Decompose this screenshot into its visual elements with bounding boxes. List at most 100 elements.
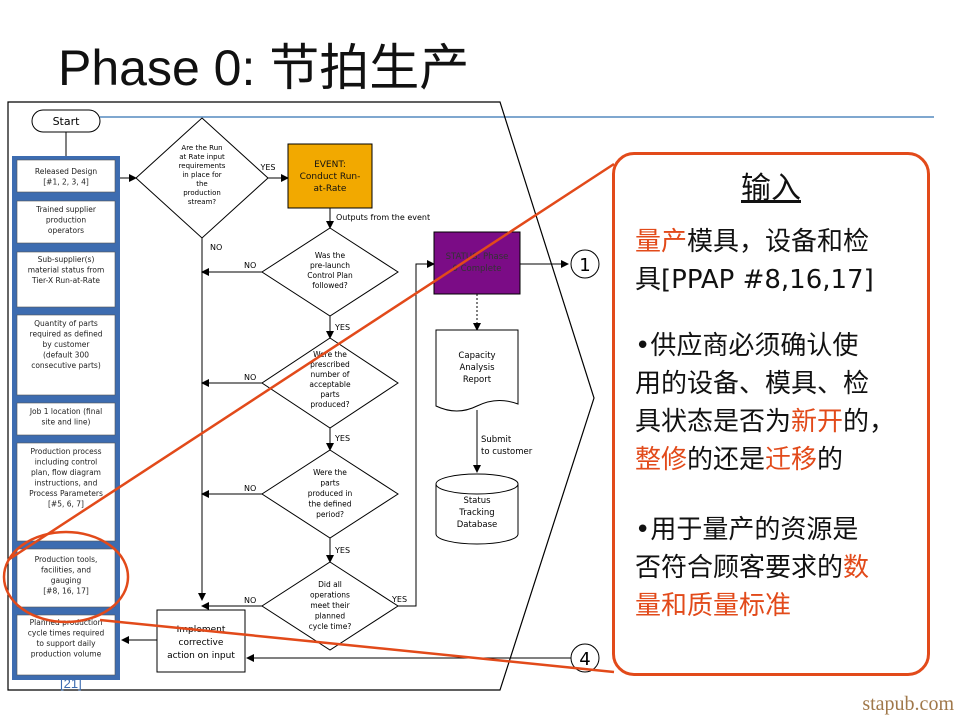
decision-text: cycle time?: [309, 622, 352, 631]
highlight-text: 量和质量标准: [635, 591, 792, 621]
decision-text: Was the: [315, 251, 346, 260]
input-item-text: operators: [48, 226, 84, 235]
callout-text: 的还是: [687, 445, 766, 475]
input-item-text: facilities, and: [41, 566, 91, 575]
decision-cycle-time: [261, 561, 399, 651]
footer-watermark: stapub.com: [862, 693, 954, 715]
callout-text: 的，: [843, 407, 896, 437]
decision-text: produced in: [308, 489, 353, 498]
callout-text: •供应商必须确认使: [635, 331, 859, 361]
input-item-text: production: [46, 216, 87, 225]
input-item-text: plan, flow diagram: [31, 468, 101, 477]
status-text: STATUS: Phase: [446, 252, 509, 262]
decision-text: Are the Run: [181, 144, 222, 152]
decision-text: produced?: [310, 400, 349, 409]
decision-text: meet their: [310, 601, 350, 610]
decision-text: parts: [320, 479, 339, 488]
callout-text: 的: [817, 445, 844, 475]
decision-text: requirements: [179, 162, 226, 170]
callout-para-2: •供应商必须确认使 用的设备、模具、检 具状态是否为新开的， 整修的还是迁移的: [635, 327, 935, 479]
submit-text: Submit: [481, 435, 512, 445]
input-item-text: Production process: [30, 447, 101, 456]
corrective-action-box: [156, 609, 246, 673]
callout-para-1: 量产模具，设备和检 具[PPAP #8,16,17]: [635, 223, 935, 299]
callout-text: 具状态是否为: [635, 407, 792, 437]
input-item-text: gauging: [51, 576, 82, 585]
input-item-text: [#5, 6, 7]: [48, 500, 84, 509]
database-text: Tracking: [458, 508, 494, 518]
callout-text: •用于量产的资源是: [635, 515, 859, 545]
yes-label-3: YES: [334, 434, 350, 443]
decision-text: Control Plan: [307, 271, 353, 280]
event-text: Conduct Run-: [300, 172, 361, 182]
input-item-text: Quantity of parts: [34, 319, 98, 328]
status-database: [435, 484, 519, 545]
database-text: Database: [457, 520, 498, 530]
report-text: Report: [463, 375, 492, 385]
decision-text: Were the: [313, 350, 347, 359]
callout-text: 否符合顾客要求的: [635, 553, 844, 583]
decision-text: operations: [310, 591, 350, 600]
decision-text: the defined: [309, 500, 352, 509]
decision-text: Were the: [313, 468, 347, 477]
input-item-text: [#8, 16, 17]: [43, 587, 89, 596]
input-item-text: [#1, 2, 3, 4]: [43, 178, 89, 187]
highlight-text: 数: [843, 553, 870, 583]
title-rule: [100, 116, 934, 118]
highlight-text: 新开: [791, 407, 844, 437]
yes-label-4: YES: [334, 546, 350, 555]
decision-text: Did all: [318, 580, 342, 589]
start-label: Start: [53, 115, 81, 128]
callout-text: 用的设备、模具、检: [635, 369, 870, 399]
input-item-text: Production tools,: [35, 555, 98, 564]
input-item-text: site and line): [42, 418, 91, 427]
no-label-2: NO: [244, 261, 256, 270]
input-item-text: (default 300: [43, 351, 89, 360]
callout-para-3: •用于量产的资源是 否符合顾客要求的数 量和质量标准: [635, 511, 935, 625]
connector-1: [570, 249, 600, 279]
input-item-text: material status from: [28, 266, 105, 275]
input-item-text: to support daily: [36, 639, 96, 648]
decision-text: prescribed: [310, 360, 350, 369]
capacity-report: [435, 329, 519, 412]
callout-heading: 输入: [741, 171, 801, 206]
no-label-3: NO: [244, 373, 256, 382]
report-text: Capacity: [458, 351, 495, 361]
input-item-text: cycle times required: [28, 629, 105, 638]
yes-label-2: YES: [334, 323, 350, 332]
callout-text: 模具，设备和检: [687, 227, 870, 257]
no-label-5: NO: [244, 596, 256, 605]
page-number: [21]: [60, 676, 82, 691]
inputs-callout: 输入 量产模具，设备和检 具[PPAP #8,16,17] •供应商必须确认使 …: [612, 152, 930, 676]
event-text: at-Rate: [314, 184, 347, 194]
input-item-text: production volume: [31, 650, 102, 659]
corrective-text: corrective: [179, 638, 224, 648]
decision-text: acceptable: [309, 380, 351, 389]
yes-label-1: YES: [259, 163, 275, 172]
input-item-text: consecutive parts): [31, 361, 101, 370]
outputs-label: Outputs from the event: [336, 213, 430, 222]
highlight-ellipse: [2, 530, 130, 624]
status-box: [433, 231, 521, 295]
corrective-text: action on input: [167, 651, 235, 661]
decision-text: parts: [320, 390, 339, 399]
input-item-text: Trained supplier: [35, 205, 97, 214]
connector-4: [570, 643, 600, 673]
decision-text: planned: [315, 612, 346, 621]
input-item-text: by customer: [43, 340, 91, 349]
event-text: EVENT:: [314, 160, 346, 170]
page-title: Phase 0: 节拍生产: [58, 40, 470, 96]
input-item-text: Sub-supplier(s): [38, 255, 95, 264]
no-label-4: NO: [244, 484, 256, 493]
highlight-text: 整修: [635, 445, 688, 475]
connector-1-label: 1: [579, 255, 590, 276]
input-item-text: required as defined: [30, 330, 103, 339]
decision-text: at Rate input: [179, 153, 225, 161]
status-text: 0 Complete: [452, 264, 501, 274]
input-item-text: Job 1 location (final: [29, 407, 102, 416]
decision-text: stream?: [188, 198, 217, 206]
input-item-text: instructions, and: [35, 479, 98, 488]
database-text: Status: [463, 496, 491, 506]
decision-text: the: [196, 180, 208, 188]
